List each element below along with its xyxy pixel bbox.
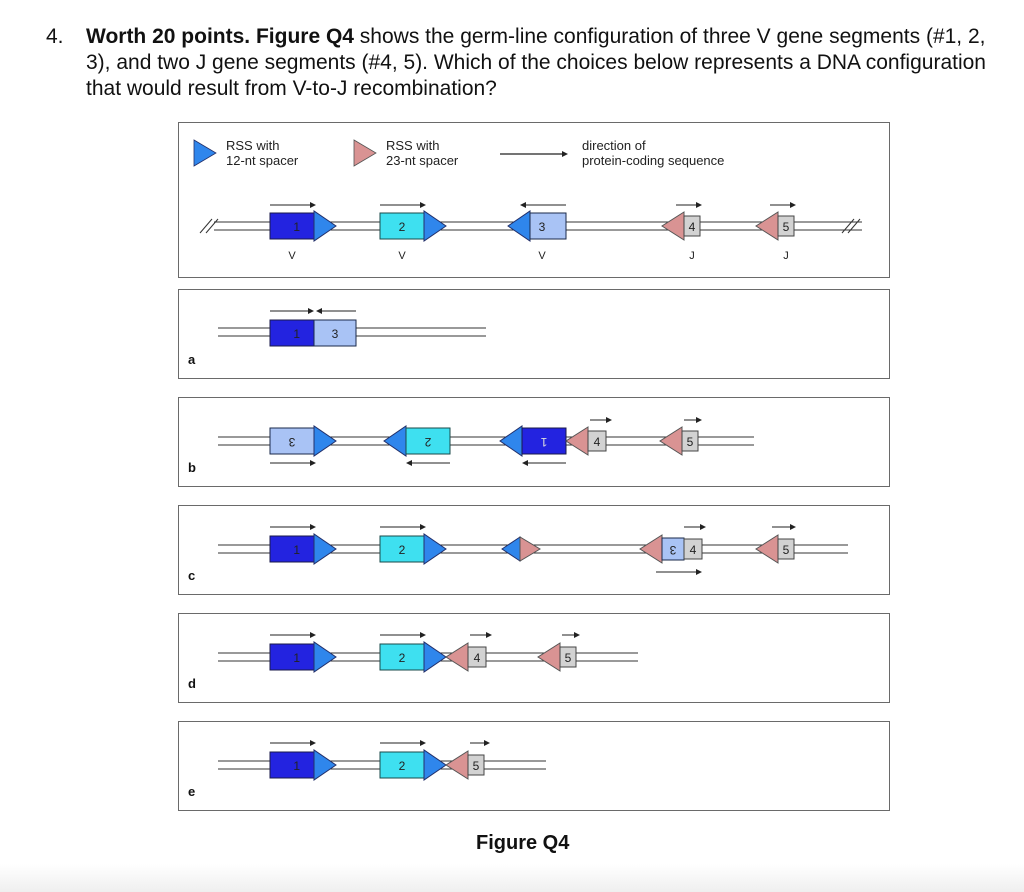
- question-bold-lead: Worth 20 points. Figure Q4: [86, 25, 354, 48]
- svg-text:3: 3: [669, 543, 676, 557]
- svg-text:4: 4: [474, 651, 481, 665]
- question-body: Worth 20 points. Figure Q4 shows the ger…: [86, 24, 1006, 102]
- svg-text:V: V: [398, 250, 406, 262]
- legend-rss12-icon: [193, 139, 217, 167]
- svg-text:5: 5: [783, 543, 790, 557]
- svg-text:5: 5: [565, 651, 572, 665]
- option-d-label[interactable]: d: [188, 676, 196, 691]
- svg-text:V: V: [538, 250, 546, 262]
- option-a-dna: 1 3: [218, 308, 486, 347]
- svg-text:5: 5: [687, 435, 694, 449]
- germline-v2-segment: 2 V: [379, 202, 447, 262]
- option-a-label[interactable]: a: [188, 352, 196, 367]
- svg-text:4: 4: [690, 543, 697, 557]
- bottom-strip: [0, 864, 1024, 892]
- option-e-dna: 1 2 5: [218, 740, 546, 781]
- option-b-label[interactable]: b: [188, 460, 196, 475]
- germline-v3-segment: 3 V: [507, 202, 567, 262]
- svg-text:3: 3: [332, 327, 339, 341]
- question-number: 4.: [46, 25, 64, 48]
- svg-text:4: 4: [594, 435, 601, 449]
- svg-text:3: 3: [288, 435, 295, 449]
- figure-caption: Figure Q4: [476, 832, 570, 854]
- svg-text:1: 1: [293, 651, 300, 665]
- svg-text:4: 4: [689, 220, 696, 234]
- svg-text:1: 1: [293, 543, 300, 557]
- option-c-label[interactable]: c: [188, 568, 196, 583]
- germline-v1-segment: 1 V: [269, 202, 337, 262]
- legend-rss23-icon: [353, 139, 377, 167]
- option-e-label[interactable]: e: [188, 784, 196, 799]
- svg-text:J: J: [689, 250, 695, 262]
- svg-text:J: J: [783, 250, 789, 262]
- question-text: 4. Worth 20 points. Figure Q4 shows the …: [46, 24, 1006, 102]
- svg-text:5: 5: [473, 759, 480, 773]
- question-prompt: shows the germ-line configuration of thr…: [86, 25, 986, 100]
- svg-text:2: 2: [399, 759, 406, 773]
- option-c-dna: 1 2 3 4 5: [218, 524, 848, 575]
- svg-text:2: 2: [399, 651, 406, 665]
- option-b-dna: 3 2 1 4 5: [218, 417, 754, 466]
- svg-text:1: 1: [293, 327, 300, 341]
- germline-j5-segment: 5 J: [755, 202, 796, 262]
- svg-text:3: 3: [539, 220, 546, 234]
- germline-panel: [178, 122, 890, 278]
- germline-j4-segment: 4 J: [661, 202, 702, 262]
- svg-text:2: 2: [424, 435, 431, 449]
- svg-text:1: 1: [540, 435, 547, 449]
- svg-text:2: 2: [399, 220, 406, 234]
- svg-text:1: 1: [293, 759, 300, 773]
- legend-arrow-icon: [500, 151, 568, 157]
- svg-text:2: 2: [399, 543, 406, 557]
- svg-text:1: 1: [293, 220, 300, 234]
- svg-text:5: 5: [783, 220, 790, 234]
- option-d-dna: 1 2 4 5: [218, 632, 638, 673]
- svg-text:V: V: [288, 250, 296, 262]
